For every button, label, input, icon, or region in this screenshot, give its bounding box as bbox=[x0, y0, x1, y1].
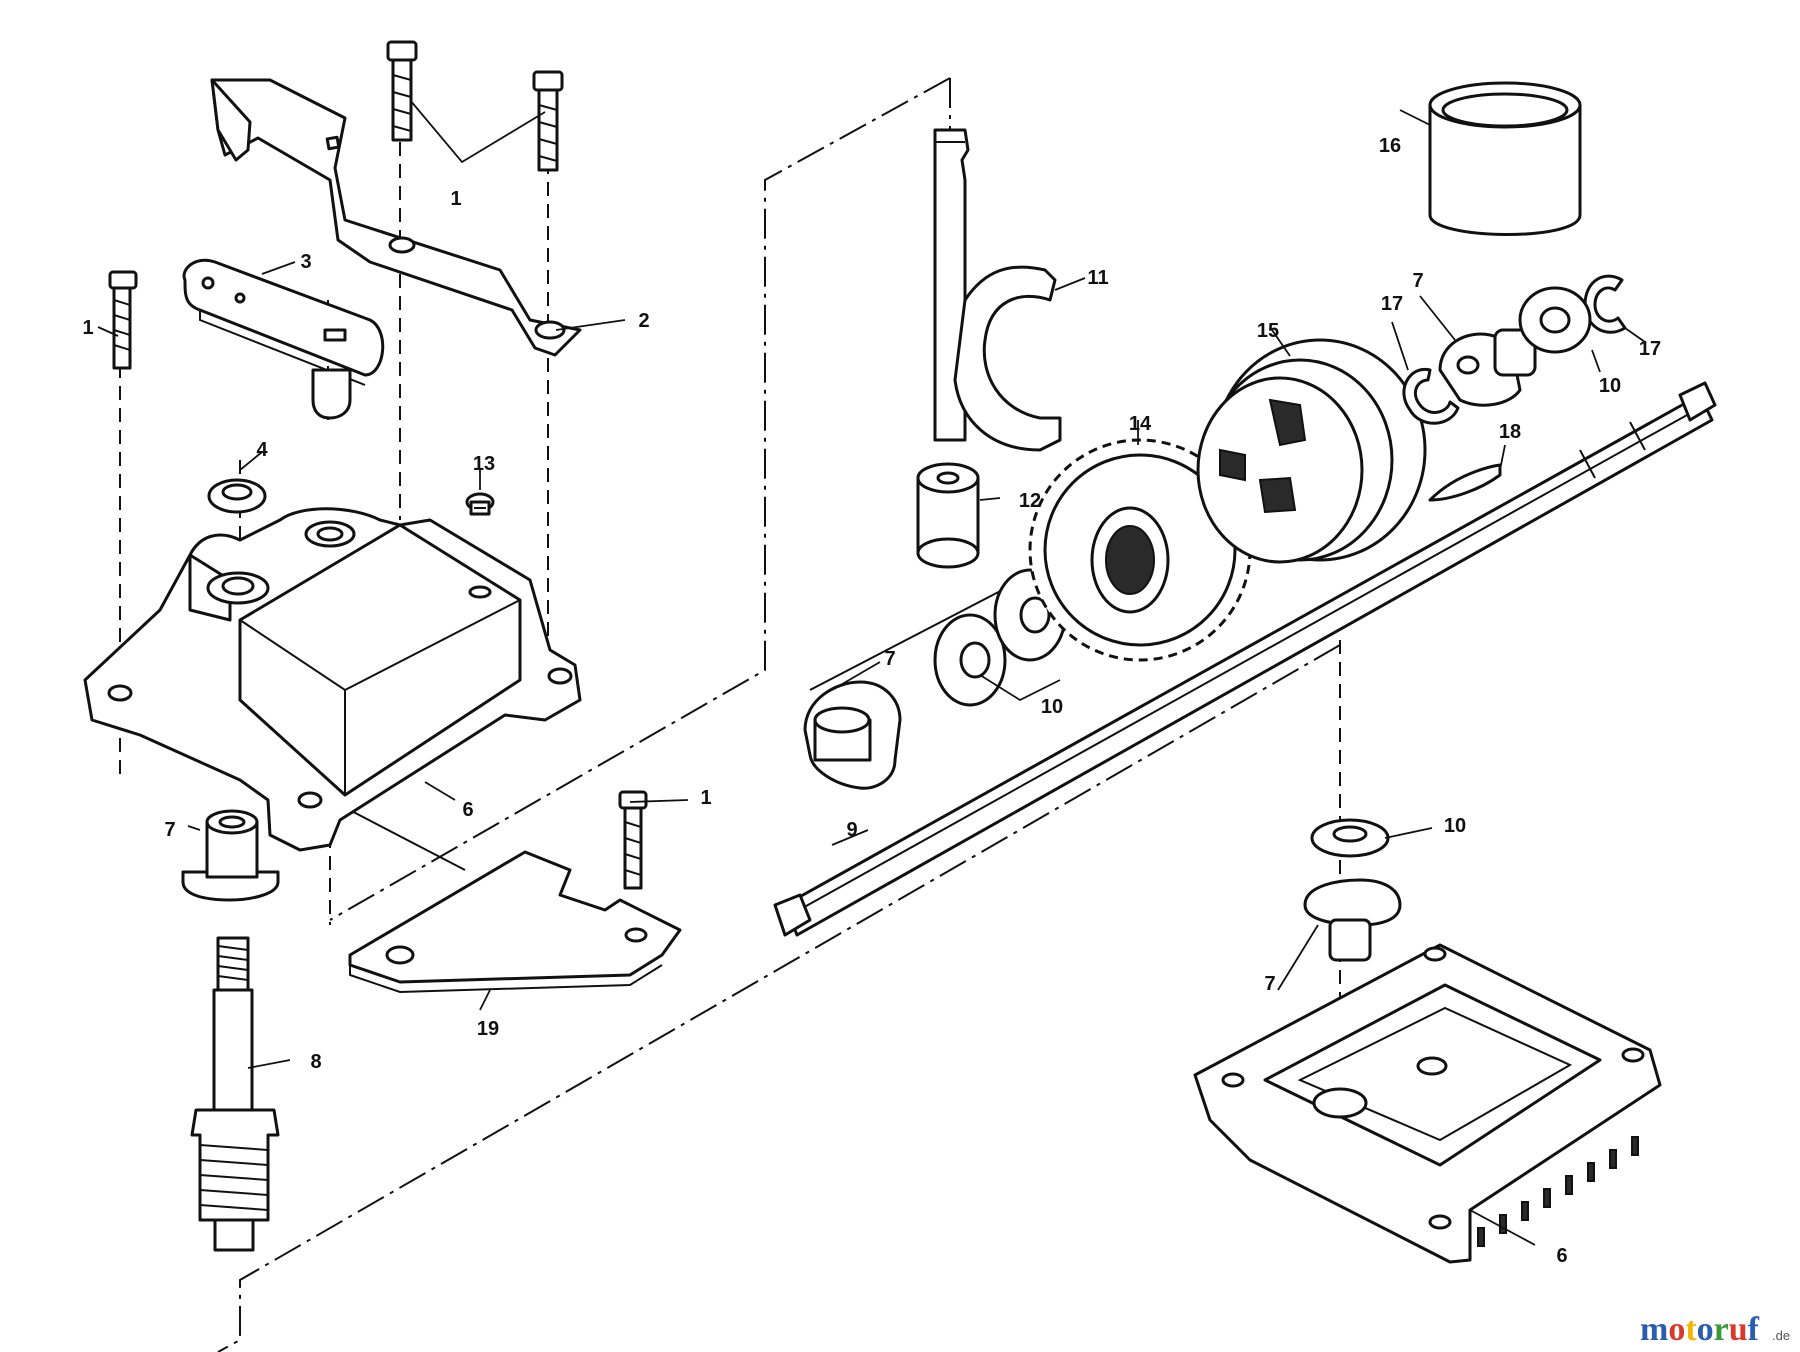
bolt-1-left bbox=[108, 270, 138, 370]
bracket-part-2 bbox=[210, 78, 582, 357]
bushing-part-7-middle bbox=[803, 680, 902, 790]
callout-1-lower: 1 bbox=[700, 787, 711, 809]
callout-7-upper-right: 7 bbox=[1412, 270, 1423, 292]
gear-part-14 bbox=[1028, 438, 1252, 662]
worm-shaft-part-8 bbox=[190, 936, 280, 1252]
bolt-1-lower bbox=[618, 790, 648, 890]
bolt-1-top-right bbox=[532, 70, 564, 172]
leader-lines bbox=[97, 99, 1646, 1246]
plug-part-13 bbox=[465, 492, 495, 516]
housing-upper-part-6 bbox=[83, 507, 582, 852]
callout-10-middle: 10 bbox=[1041, 696, 1063, 718]
axle-shaft-part-9 bbox=[773, 381, 1717, 937]
callout-16: 16 bbox=[1379, 135, 1401, 157]
housing-lower-part-6 bbox=[1193, 943, 1662, 1264]
callout-18: 18 bbox=[1499, 421, 1521, 443]
washer-part-4 bbox=[207, 478, 267, 514]
callout-13: 13 bbox=[473, 453, 495, 475]
wm-letter: o bbox=[1668, 1311, 1685, 1348]
key-part-18 bbox=[1428, 463, 1502, 502]
callout-7-left: 7 bbox=[164, 819, 175, 841]
e-clip-part-17-right bbox=[1583, 274, 1627, 334]
callout-labels: 1 1 1 2 3 4 13 6 6 7 7 7 7 8 9 10 10 10 … bbox=[82, 135, 1661, 1267]
wm-letter: o bbox=[1697, 1311, 1714, 1348]
callout-6-upper: 6 bbox=[462, 799, 473, 821]
callout-17-left: 17 bbox=[1381, 293, 1403, 315]
plate-part-19 bbox=[348, 850, 682, 994]
callout-1-top: 1 bbox=[450, 188, 461, 210]
bushing-part-7-upper-right bbox=[1438, 328, 1537, 407]
wm-letter: m bbox=[1640, 1311, 1668, 1348]
e-clip-part-17-left bbox=[1402, 367, 1460, 425]
callout-2: 2 bbox=[638, 310, 649, 332]
callout-9: 9 bbox=[846, 819, 857, 841]
pulley-part-15 bbox=[1196, 338, 1427, 564]
housing-fins bbox=[1477, 1136, 1639, 1247]
wm-suffix: .de bbox=[1772, 1328, 1790, 1343]
cap-part-16 bbox=[1428, 81, 1582, 236]
callout-1-left: 1 bbox=[82, 317, 93, 339]
callout-4: 4 bbox=[256, 439, 268, 461]
wm-letter: u bbox=[1729, 1311, 1748, 1348]
callout-7-lower-right: 7 bbox=[1264, 973, 1275, 995]
callout-6-lower: 6 bbox=[1556, 1245, 1567, 1267]
callout-19: 19 bbox=[477, 1018, 499, 1040]
callout-8: 8 bbox=[310, 1051, 321, 1073]
wm-letter: t bbox=[1685, 1311, 1697, 1348]
shift-fork-part-11 bbox=[933, 128, 1062, 452]
callout-7-middle: 7 bbox=[884, 648, 895, 670]
callout-17-right: 17 bbox=[1639, 338, 1661, 360]
spacer-part-12 bbox=[916, 462, 980, 569]
bushing-part-7-lower-right bbox=[1303, 878, 1402, 962]
callout-10-lower-right: 10 bbox=[1444, 815, 1466, 837]
callout-14: 14 bbox=[1129, 413, 1152, 435]
bolt-1-top-left bbox=[386, 40, 418, 142]
callout-11: 11 bbox=[1087, 267, 1108, 289]
motoruf-watermark-logo: motoruf .de bbox=[1640, 1311, 1790, 1348]
washer-part-10-upper-right bbox=[1518, 286, 1592, 354]
shift-arm-part-3 bbox=[182, 258, 385, 420]
callout-3: 3 bbox=[300, 251, 311, 273]
callout-12: 12 bbox=[1019, 490, 1041, 512]
wm-letter: f bbox=[1748, 1311, 1760, 1348]
callout-10-upper-right: 10 bbox=[1599, 375, 1621, 397]
bushing-part-7-left bbox=[181, 809, 280, 902]
callout-15: 15 bbox=[1257, 320, 1279, 342]
washer-part-10-lower-right bbox=[1310, 818, 1390, 858]
wm-letter: r bbox=[1714, 1311, 1729, 1348]
svg-text:motoruf: motoruf bbox=[1640, 1311, 1760, 1348]
